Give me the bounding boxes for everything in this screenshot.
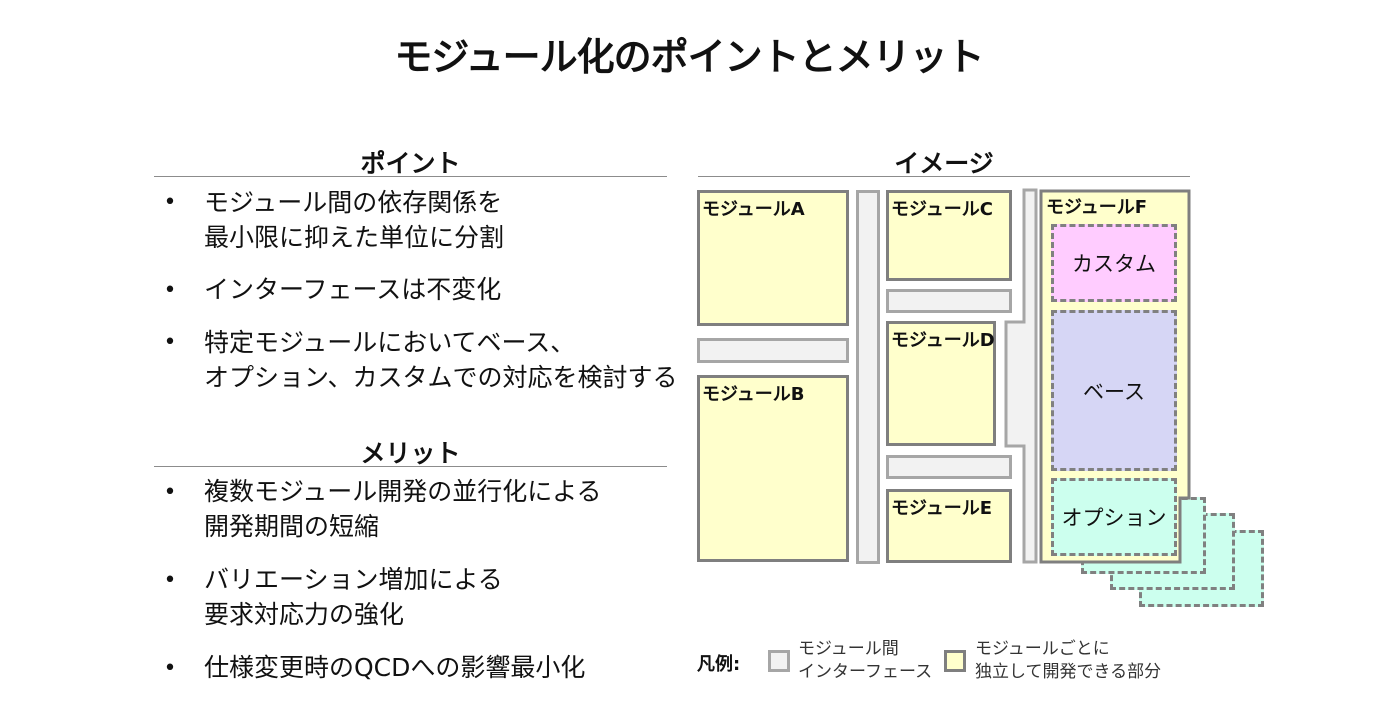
- point-divider: [154, 176, 667, 177]
- bullet-icon: •: [163, 568, 177, 593]
- legend-interface-text: モジュール間 インターフェース: [798, 639, 933, 682]
- module-c-label: モジュールC: [891, 199, 993, 220]
- image-heading: イメージ: [894, 149, 994, 178]
- module-e: モジュールE: [886, 489, 1012, 563]
- page-title: モジュール化のポイントとメリット: [394, 35, 984, 79]
- interface-c-d: [886, 289, 1012, 313]
- bullet-icon: •: [163, 330, 177, 355]
- point-heading: ポイント: [360, 149, 461, 178]
- legend-label: 凡例:: [697, 654, 741, 675]
- option-box: オプション: [1051, 478, 1177, 556]
- module-e-label: モジュールE: [891, 498, 993, 519]
- custom-box: カスタム: [1051, 224, 1177, 302]
- legend-interface-swatch: [768, 650, 790, 672]
- merit-item-3: 仕様変更時のQCDへの影響最小化: [204, 653, 586, 682]
- module-a-label: モジュールA: [702, 199, 805, 220]
- point-item-1: モジュール間の依存関係を 最小限に抑えた単位に分割: [204, 188, 505, 252]
- point-item-2: インターフェースは不変化: [204, 275, 502, 304]
- merit-item-1: 複数モジュール開発の並行化による 開発期間の短縮: [204, 477, 602, 541]
- bullet-icon: •: [163, 656, 177, 681]
- option-label: オプション: [1061, 506, 1167, 530]
- module-b-label: モジュールB: [702, 384, 805, 405]
- interface-d-e: [886, 455, 1012, 479]
- merit-item-2: バリエーション増加による 要求対応力の強化: [204, 565, 503, 629]
- module-f-label: モジュールF: [1046, 197, 1148, 218]
- interface-vertical-1: [856, 190, 880, 564]
- module-d-label: モジュールD: [891, 330, 995, 351]
- module-b: モジュールB: [697, 375, 849, 562]
- bullet-icon: •: [163, 190, 177, 215]
- bullet-icon: •: [163, 480, 177, 505]
- merit-heading: メリット: [360, 439, 461, 468]
- image-divider: [698, 176, 1190, 177]
- legend-module-text: モジュールごとに 独立して開発できる部分: [975, 639, 1162, 682]
- custom-label: カスタム: [1072, 252, 1156, 276]
- module-d: モジュールD: [886, 321, 996, 446]
- merit-divider: [154, 466, 667, 467]
- module-a: モジュールA: [697, 190, 849, 326]
- legend-module-swatch: [944, 650, 966, 672]
- module-c: モジュールC: [886, 190, 1012, 281]
- interface-a-b: [697, 338, 849, 363]
- interface-vertical-2: [1004, 188, 1038, 564]
- point-item-3: 特定モジュールにおいてベース、 オプション、カスタムでの対応を検討する: [204, 328, 678, 392]
- base-box: ベース: [1051, 310, 1177, 471]
- base-label: ベース: [1083, 379, 1145, 404]
- bullet-icon: •: [163, 278, 177, 303]
